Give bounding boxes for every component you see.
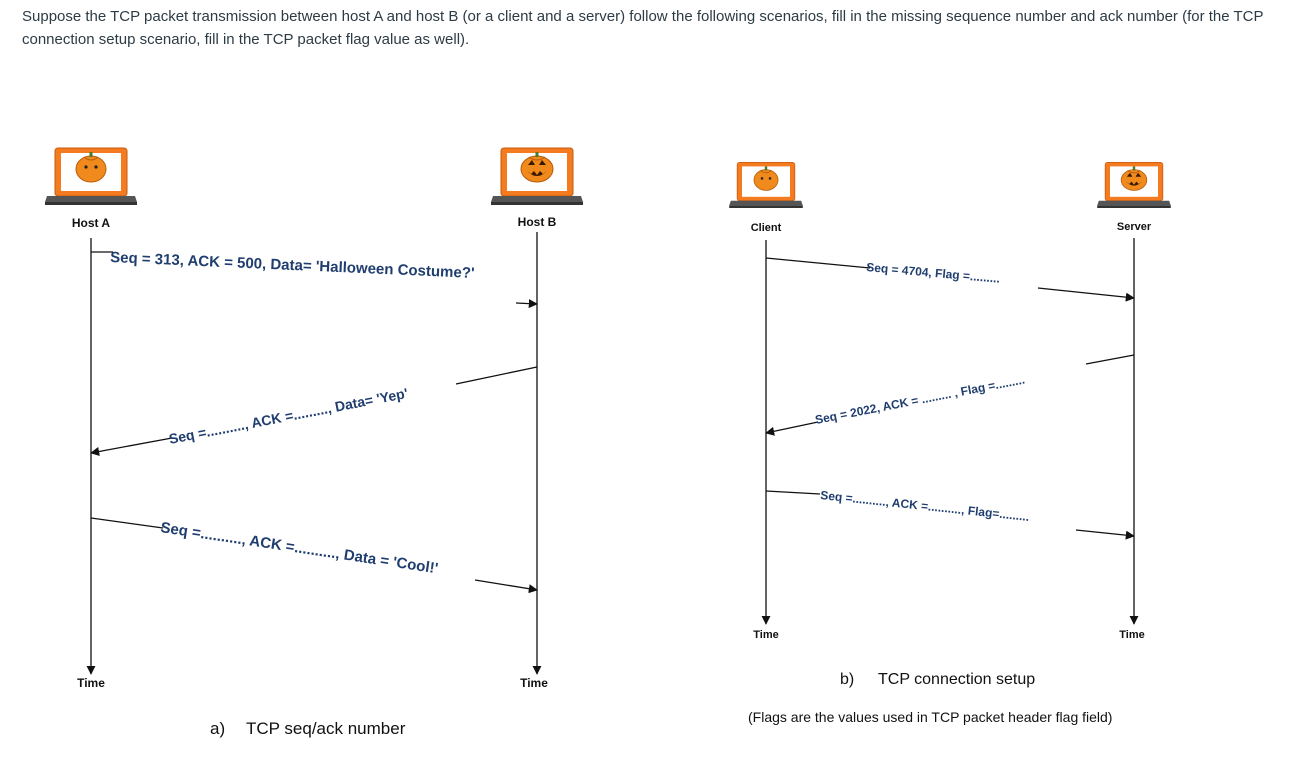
caption-a-letter: a) [210, 719, 225, 738]
host-a-label: Host A [72, 216, 111, 230]
message-b3-arrow-start [765, 490, 821, 495]
server-label: Server [1117, 221, 1152, 233]
message-b2-arrow-start [1085, 354, 1135, 365]
question-text: Suppose the TCP packet transmission betw… [22, 8, 1264, 48]
message-b1-arrow-start [765, 257, 871, 269]
caption-b-letter: b) [840, 671, 854, 688]
client-time-label: Time [753, 629, 778, 641]
server-time-label: Time [1119, 629, 1144, 641]
message-b2-label: Seq = 2022, ACK = ......... , Flag =....… [814, 373, 1026, 427]
client-label: Client [751, 222, 782, 234]
message-b1-label: Seq = 4704, Flag =......... [866, 260, 1001, 286]
server-laptop [1096, 161, 1172, 209]
message-b1-arrow-head [1037, 287, 1135, 302]
message-3-arrow-start [90, 517, 164, 529]
caption-b-note: (Flags are the values used in TCP packet… [748, 709, 1112, 725]
host-b-laptop [490, 147, 584, 206]
client-laptop [728, 161, 804, 209]
caption-b: TCP connection setup [878, 671, 1035, 688]
message-b3-arrow-head [1075, 529, 1135, 540]
message-b2-arrow-head [765, 421, 819, 436]
message-2-arrow-start [455, 366, 538, 385]
message-a3-label: Seq =.........., ACK =.........., Data =… [159, 519, 439, 577]
caption-a: TCP seq/ack number [246, 719, 406, 738]
message-a2-label: Seq =.........., ACK =........., Data= '… [168, 385, 410, 447]
host-a-laptop [44, 147, 138, 206]
message-a1-label: Seq = 313, ACK = 500, Data= 'Halloween C… [110, 249, 475, 282]
message-b3-label: Seq =.........., ACK =.........., Flag=.… [820, 488, 1030, 524]
host-b-label: Host B [518, 215, 557, 229]
message-1-arrow-head [515, 299, 538, 309]
message-2-arrow-head [90, 437, 173, 456]
message-3-arrow-head [474, 579, 538, 594]
host-b-time-label: Time [520, 676, 548, 690]
host-a-time-label: Time [77, 676, 105, 690]
